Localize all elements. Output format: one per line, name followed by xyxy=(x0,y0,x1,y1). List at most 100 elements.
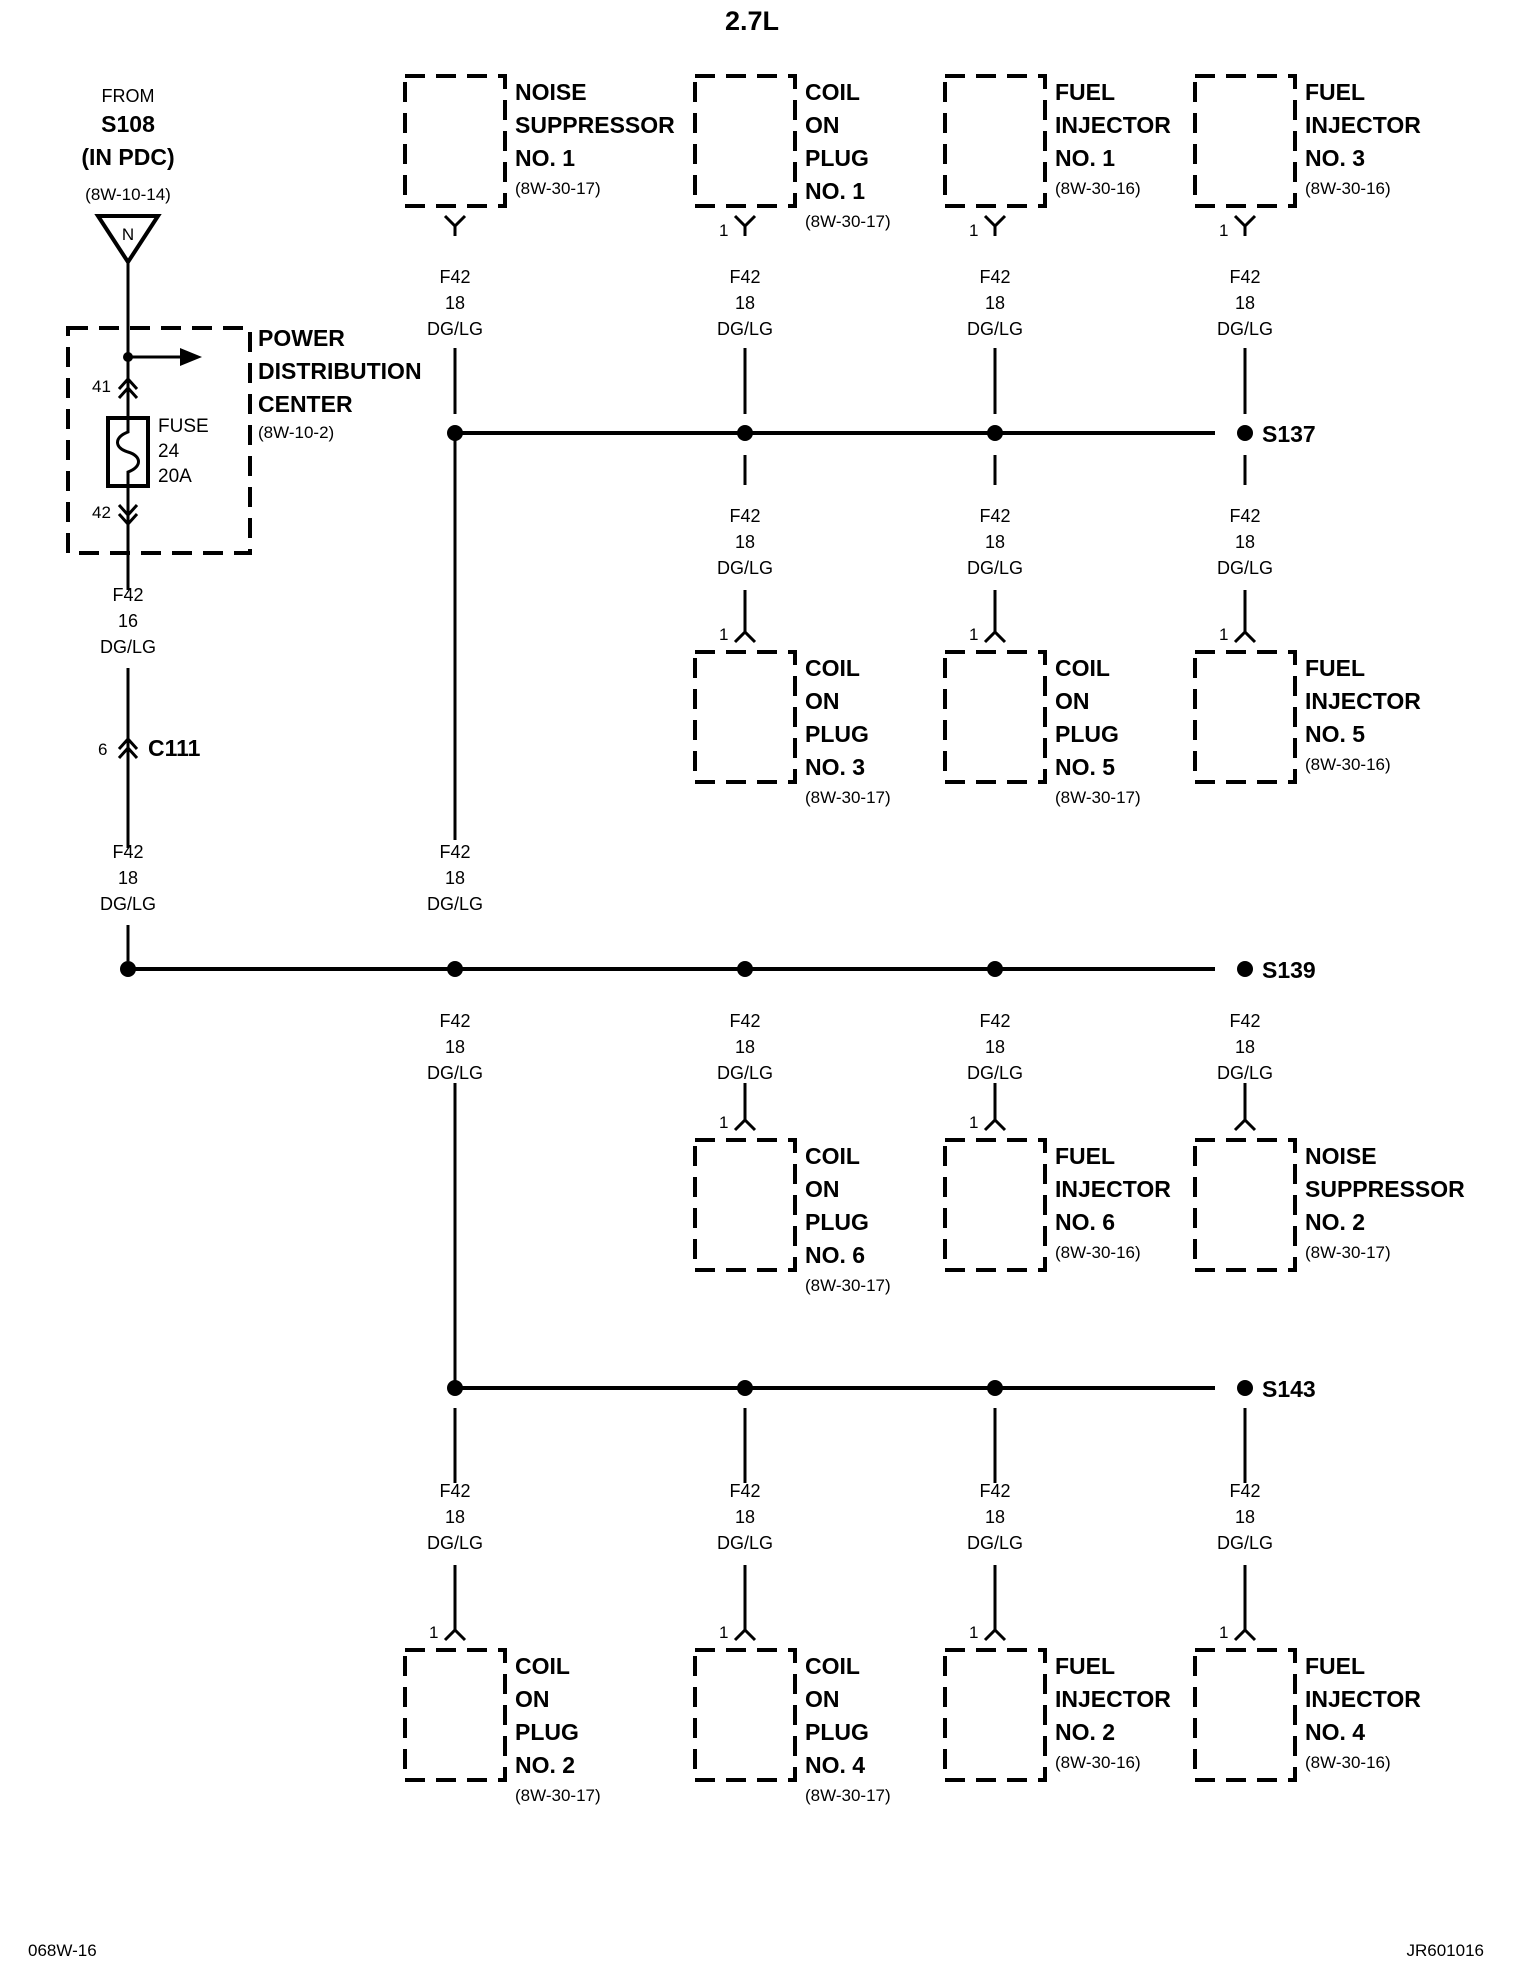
fuel-injector-6-ref: (8W-30-16) xyxy=(1055,1243,1141,1262)
fuel-injector-5-name-line-3: NO. 5 xyxy=(1305,721,1365,747)
wire-label-noise-suppressor-1-circuit: F42 xyxy=(439,267,470,287)
fuel-injector-3-name-line-2: INJECTOR xyxy=(1305,112,1421,138)
fuel-injector-2-ref: (8W-30-16) xyxy=(1055,1753,1141,1772)
coil-on-plug-4-name-line-2: ON xyxy=(805,1686,840,1712)
noise-suppressor-1-connector-icon xyxy=(443,214,467,229)
wire-label-fuel-injector-3-gauge: 18 xyxy=(1235,293,1255,313)
coil-on-plug-6-name-line-2: ON xyxy=(805,1176,840,1202)
noise-suppressor-1-ref: (8W-30-17) xyxy=(515,179,601,198)
wire-label-main-lower-color: DG/LG xyxy=(427,1063,483,1083)
coil-on-plug-5-name-line-1: COIL xyxy=(1055,655,1110,681)
wire-label-fuel-injector-2-color: DG/LG xyxy=(967,1533,1023,1553)
wire-label-coil-on-plug-1-circuit: F42 xyxy=(729,267,760,287)
fuel-injector-4-box xyxy=(1193,1648,1297,1782)
wire-label-fuel-injector-5-circuit: F42 xyxy=(1229,506,1260,526)
coil-on-plug-2-pin-label: 1 xyxy=(429,1623,438,1642)
noise-suppressor-2-name-line-2: SUPPRESSOR xyxy=(1305,1176,1465,1202)
wire-label-coil-on-plug-6-circuit: F42 xyxy=(729,1011,760,1031)
fuel-injector-1-name-line-3: NO. 1 xyxy=(1055,145,1115,171)
wire-label-fuel-injector-6-color: DG/LG xyxy=(967,1063,1023,1083)
noise-suppressor-1-name-line-2: SUPPRESSOR xyxy=(515,112,675,138)
coil-on-plug-6-pin-label: 1 xyxy=(719,1113,728,1132)
fuel-injector-2-name-line-2: INJECTOR xyxy=(1055,1686,1171,1712)
noise-suppressor-2-box xyxy=(1193,1138,1297,1272)
c111-name-label: C111 xyxy=(148,735,201,761)
fuel-injector-2-name-line-3: NO. 2 xyxy=(1055,1719,1115,1745)
diagram-title: 2.7L xyxy=(725,6,779,36)
pdc-ref: (8W-10-2) xyxy=(258,423,334,442)
fuel-injector-6-name-line-1: FUEL xyxy=(1055,1143,1115,1169)
fuel-injector-5-pin-label: 1 xyxy=(1219,625,1228,644)
noise-suppressor-1-name-line-3: NO. 1 xyxy=(515,145,575,171)
noise-suppressor-1-name-line-1: NOISE xyxy=(515,79,587,105)
fuel-injector-1-name-line-2: INJECTOR xyxy=(1055,112,1171,138)
fuel-injector-3-name-line-3: NO. 3 xyxy=(1305,145,1365,171)
wire-label-coil-on-plug-5-gauge: 18 xyxy=(985,532,1005,552)
fuel-injector-2-pin-label: 1 xyxy=(969,1623,978,1642)
wire-label-fuel-injector-1-gauge: 18 xyxy=(985,293,1005,313)
coil-on-plug-4-box xyxy=(693,1648,797,1782)
coil-on-plug-3-pin-label: 1 xyxy=(719,625,728,644)
wire-label-main-lower-circuit: F42 xyxy=(439,1011,470,1031)
s143-junction-dot-4 xyxy=(1237,1380,1253,1396)
splice-s143-label: S143 xyxy=(1262,1376,1316,1402)
coil-on-plug-2-ref: (8W-30-17) xyxy=(515,1786,601,1805)
coil-on-plug-5-name-line-2: ON xyxy=(1055,688,1090,714)
pdc-pin-42-connector-icon xyxy=(117,503,139,527)
wire-label-main-upper-circuit: F42 xyxy=(439,842,470,862)
coil-on-plug-3-box xyxy=(693,650,797,784)
coil-on-plug-3-ref: (8W-30-17) xyxy=(805,788,891,807)
wire-label-coil-on-plug-3-color: DG/LG xyxy=(717,558,773,578)
fuel-injector-6-name-line-2: INJECTOR xyxy=(1055,1176,1171,1202)
coil-on-plug-5-name-line-4: NO. 5 xyxy=(1055,754,1115,780)
fuel-injector-6-name-line-3: NO. 6 xyxy=(1055,1209,1115,1235)
wire-label-c111-out-gauge: 18 xyxy=(118,868,138,888)
fuel-injector-3-name-line-1: FUEL xyxy=(1305,79,1365,105)
s143-junction-dot-2 xyxy=(737,1380,753,1396)
wire-label-coil-on-plug-4-color: DG/LG xyxy=(717,1533,773,1553)
power-distribution-center: POWER DISTRIBUTION CENTER (8W-10-2) 41 F… xyxy=(66,262,422,590)
fuel-injector-1-name-line-1: FUEL xyxy=(1055,79,1115,105)
c111-pin-label: 6 xyxy=(98,740,107,759)
fuel-injector-1-connector-icon xyxy=(983,214,1007,229)
noise-suppressor-2-name-line-3: NO. 2 xyxy=(1305,1209,1365,1235)
wire-label-coil-on-plug-3-gauge: 18 xyxy=(735,532,755,552)
coil-on-plug-6-name-line-1: COIL xyxy=(805,1143,860,1169)
wire-label-c111-out-color: DG/LG xyxy=(100,894,156,914)
wire-label-fuel-injector-1-color: DG/LG xyxy=(967,319,1023,339)
s137-junction-dot-3 xyxy=(987,425,1003,441)
coil-on-plug-6-box xyxy=(693,1138,797,1272)
wire-label-coil-on-plug-1-gauge: 18 xyxy=(735,293,755,313)
fuel-injector-5-box xyxy=(1193,650,1297,784)
fuel-injector-6-pin-label: 1 xyxy=(969,1113,978,1132)
coil-on-plug-4-ref: (8W-30-17) xyxy=(805,1786,891,1805)
coil-on-plug-5-pin-label: 1 xyxy=(969,625,978,644)
wire-label-fuel-injector-6-gauge: 18 xyxy=(985,1037,1005,1057)
wire-color: DG/LG xyxy=(100,637,156,657)
splice-s139-label: S139 xyxy=(1262,957,1316,983)
wire-label-coil-on-plug-2-gauge: 18 xyxy=(445,1507,465,1527)
coil-on-plug-3-name-line-2: ON xyxy=(805,688,840,714)
wire-label-coil-on-plug-4-gauge: 18 xyxy=(735,1507,755,1527)
pdc-branch-arrow-icon xyxy=(180,348,202,366)
coil-on-plug-6-name-line-4: NO. 6 xyxy=(805,1242,865,1268)
noise-suppressor-1-box xyxy=(403,74,507,208)
coil-on-plug-5-ref: (8W-30-17) xyxy=(1055,788,1141,807)
wire-label-fuel-injector-2-gauge: 18 xyxy=(985,1507,1005,1527)
coil-on-plug-3-name-line-3: PLUG xyxy=(805,721,869,747)
source-s108: FROM S108 (IN PDC) (8W-10-14) N xyxy=(81,86,175,266)
pdc-name-line-2: DISTRIBUTION xyxy=(258,358,422,384)
fuel-injector-3-pin-label: 1 xyxy=(1219,221,1228,240)
fuse-rating: 20A xyxy=(158,466,192,487)
coil-on-plug-1-pin-label: 1 xyxy=(719,221,728,240)
fuel-injector-4-name-line-1: FUEL xyxy=(1305,1653,1365,1679)
coil-on-plug-2-name-line-4: NO. 2 xyxy=(515,1752,575,1778)
coil-on-plug-1-name-line-4: NO. 1 xyxy=(805,178,865,204)
coil-on-plug-1-name-line-2: ON xyxy=(805,112,840,138)
coil-on-plug-1-connector-icon xyxy=(733,214,757,229)
fuel-injector-4-ref: (8W-30-16) xyxy=(1305,1753,1391,1772)
coil-on-plug-3-name-line-4: NO. 3 xyxy=(805,754,865,780)
coil-on-plug-2-name-line-2: ON xyxy=(515,1686,550,1712)
